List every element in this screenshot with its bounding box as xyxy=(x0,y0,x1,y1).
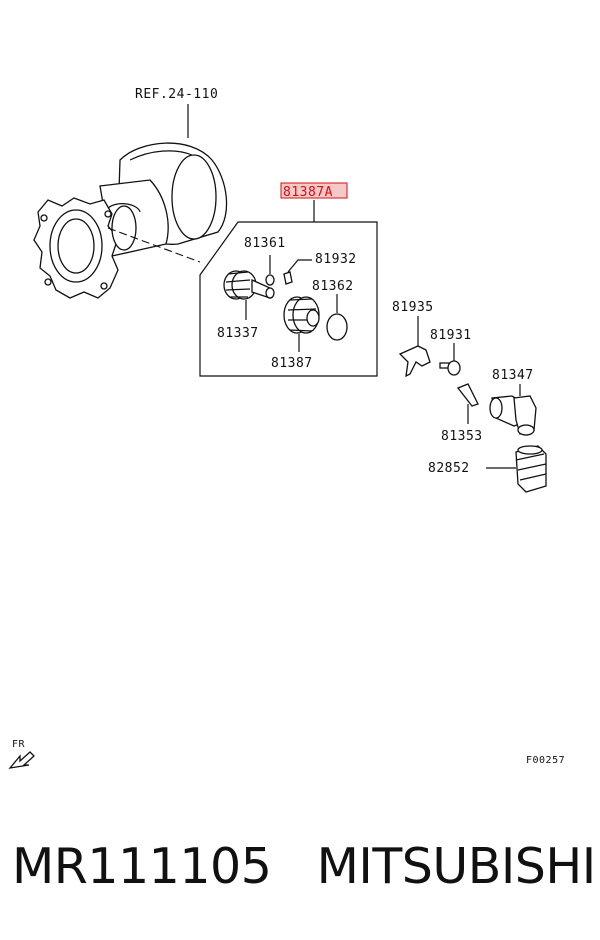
bolt-81931 xyxy=(439,360,461,376)
sensor-82852 xyxy=(515,445,547,493)
front-arrow-icon xyxy=(8,751,35,769)
part-label-81353[interactable]: 81353 xyxy=(441,429,483,444)
part-label-81361[interactable]: 81361 xyxy=(244,236,286,251)
sleeve-81347 xyxy=(489,395,537,436)
part-label-81935[interactable]: 81935 xyxy=(392,300,434,315)
brand-name: MITSUBISHI xyxy=(316,838,597,895)
highlight-label-box xyxy=(280,182,348,199)
gear-81387 xyxy=(283,296,320,334)
part-label-82852[interactable]: 82852 xyxy=(428,461,470,476)
part-label-81337[interactable]: 81337 xyxy=(217,326,259,341)
part-label-81347[interactable]: 81347 xyxy=(492,368,534,383)
o-ring-81362 xyxy=(326,313,348,341)
fork-81935 xyxy=(398,345,431,378)
front-label: FR xyxy=(12,739,26,750)
diagram-code: F00257 xyxy=(526,755,565,766)
footer-caption: MR111105 MITSUBISHI xyxy=(12,838,600,908)
gear-81337 xyxy=(223,270,275,300)
part-label-81387[interactable]: 81387 xyxy=(271,356,313,371)
part-number: MR111105 xyxy=(12,838,272,895)
ring-81361 xyxy=(265,274,275,286)
transfer-housing xyxy=(33,142,228,299)
ref-label: REF.24-110 xyxy=(135,87,218,102)
part-label-81362[interactable]: 81362 xyxy=(312,279,354,294)
pin-81932 xyxy=(283,271,293,285)
part-label-81931[interactable]: 81931 xyxy=(430,328,472,343)
assembly-frame xyxy=(199,221,378,377)
part-label-81932[interactable]: 81932 xyxy=(315,252,357,267)
clip-81353 xyxy=(456,383,479,407)
highlight-part-label[interactable]: 81387A xyxy=(283,185,333,200)
